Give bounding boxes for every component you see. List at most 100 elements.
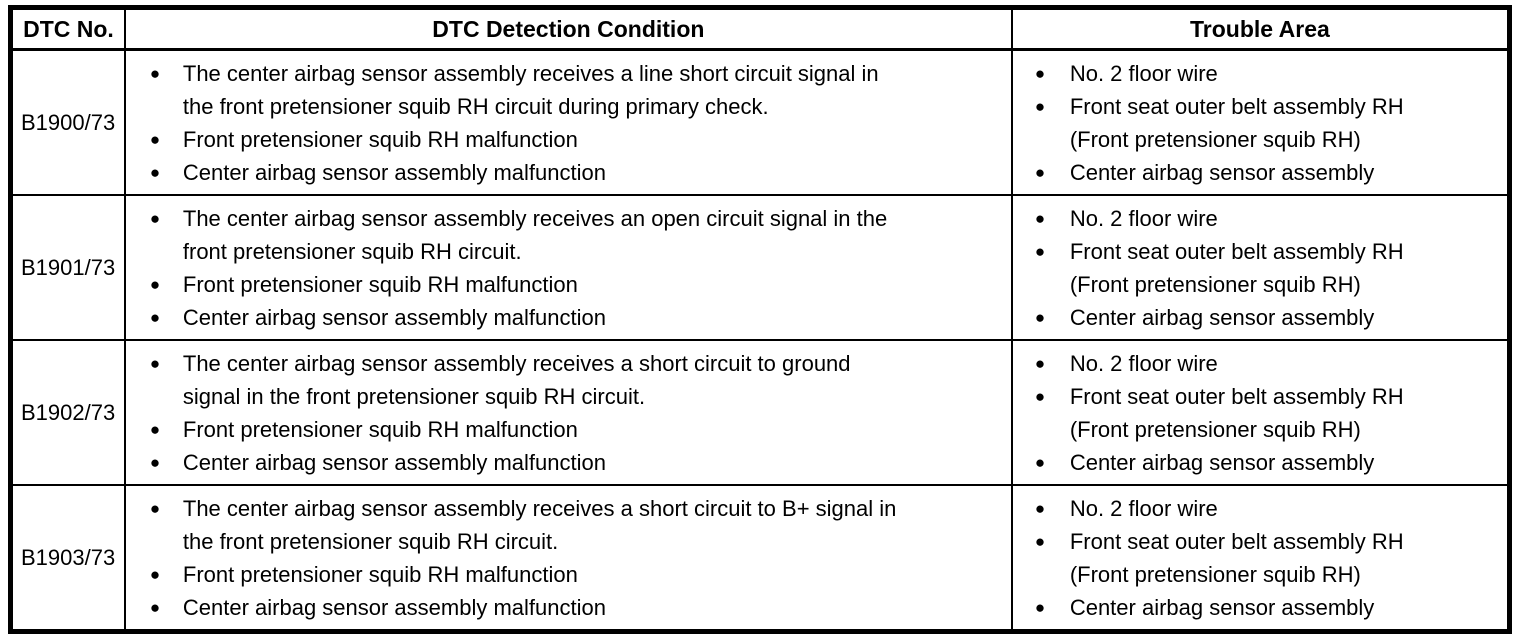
bullet-item: ● The center airbag sensor assembly recei… [150, 202, 1003, 268]
text-line: (Front pretensioner squib RH) [1069, 126, 1361, 152]
trouble-area-cell: ● No. 2 floor wire ● Front seat outer belt … [1010, 194, 1511, 341]
bullet-item: ●The center airbag sensor assembly recei… [150, 492, 1003, 558]
text-line: Front pretensioner squib RH malfunction [182, 416, 578, 442]
bullet-item-text: Front seat outer belt assembly RH (Front … [1070, 235, 1501, 301]
bullet-item-text: No. 2 floor wire [1070, 202, 1501, 235]
bullet-icon: ● [149, 307, 161, 327]
bullet-item: ● Front pretensioner squib RH malfunction [150, 268, 1003, 301]
bullet-icon: ● [1034, 241, 1046, 261]
col-header-detection-condition: DTC Detection Condition [123, 6, 1013, 51]
text-line: Front pretensioner squib RH malfunction [182, 126, 578, 152]
bullet-item: ●Front pretensioner squib RH malfunction [150, 558, 1003, 591]
text-line: No. 2 floor wire [1069, 495, 1218, 521]
bullet-item-text: Front pretensioner squib RH malfunction [183, 268, 1003, 301]
text-line: (Front pretensioner squib RH) [1069, 271, 1361, 297]
text-line: Front seat outer belt assembly RH [1069, 93, 1404, 119]
bullet-icon: ● [1034, 208, 1046, 228]
bullet-icon: ● [149, 274, 161, 294]
dtc-table-page: DTC No. DTC Detection Condition Trouble … [8, 5, 1512, 634]
header-row: DTC No. DTC Detection Condition Trouble … [9, 6, 1511, 51]
bullet-item: ● Front seat outer belt assembly RH (Front… [1035, 90, 1501, 156]
bullet-item-text: Front seat outer belt assembly RH (Front … [1070, 525, 1501, 591]
text-line: Center airbag sensor assembly [1069, 449, 1375, 475]
bullet-item-text: Front pretensioner squib RH malfunction [183, 413, 1003, 446]
text-line: Center airbag sensor assembly [1069, 594, 1375, 620]
text-line: No. 2 floor wire [1069, 60, 1218, 86]
bullet-icon: ● [1034, 498, 1046, 518]
bullet-icon: ● [1034, 96, 1046, 116]
text-line: the front pretensioner squib RH circuit … [182, 93, 769, 119]
text-line: No. 2 floor wire [1069, 205, 1218, 231]
bullet-icon: ● [1034, 162, 1046, 182]
bullet-icon: ● [149, 353, 161, 373]
text-line: the front pretensioner squib RH circuit. [182, 528, 559, 554]
bullet-item: ●Front pretensioner squib RH malfunction [150, 123, 1003, 156]
text-line: The center airbag sensor assembly receiv… [182, 205, 888, 231]
bullet-item: ● Front seat outer belt assembly RH (Front… [1035, 235, 1501, 301]
bullet-item: ● Center airbag sensor assembly malfuncti… [150, 446, 1003, 479]
text-line: Front pretensioner squib RH malfunction [182, 561, 578, 587]
bullet-item: ● No. 2 floor wire [1035, 347, 1501, 380]
dtc-code: B1903/73 [9, 484, 126, 633]
bullet-item: ● No. 2 floor wire [1035, 202, 1501, 235]
dtc-code: B1902/73 [9, 339, 126, 486]
bullet-item-text: Center airbag sensor assembly malfunctio… [183, 591, 1003, 624]
bullet-item: ● Center airbag sensor assembly malfuncti… [150, 301, 1003, 334]
bullet-icon: ● [1034, 63, 1046, 83]
bullet-icon: ● [149, 597, 161, 617]
bullet-item-text: Front seat outer belt assembly RH (Front … [1070, 90, 1501, 156]
dtc-code: B1900/73 [9, 48, 126, 196]
bullet-item-text: The center airbag sensor assembly receiv… [183, 492, 1003, 558]
text-line: The center airbag sensor assembly receiv… [182, 495, 897, 521]
trouble-area-cell: ● No. 2 floor wire ● Front seat outer belt … [1010, 484, 1511, 633]
bullet-item-text: The center airbag sensor assembly receiv… [183, 202, 1003, 268]
bullet-item: ● Center airbag sensor assembly malfuncti… [150, 591, 1003, 624]
bullet-item: ● Center airbag sensor assembly [1035, 156, 1501, 189]
bullet-icon: ● [1034, 353, 1046, 373]
text-line: No. 2 floor wire [1069, 350, 1218, 376]
text-line: Front pretensioner squib RH malfunction [182, 271, 578, 297]
bullet-item-text: Front seat outer belt assembly RH(Front … [1070, 380, 1501, 446]
bullet-item-text: No. 2 floor wire [1070, 492, 1501, 525]
bullet-item-text: Center airbag sensor assembly [1070, 301, 1501, 334]
bullet-item: ●Front seat outer belt assembly RH(Front… [1035, 380, 1501, 446]
detection-condition-cell: ● The center airbag sensor assembly recei… [123, 339, 1013, 486]
text-line: front pretensioner squib RH circuit. [182, 238, 522, 264]
bullet-item: ● The center airbag sensor assembly recei… [150, 347, 1003, 413]
bullet-icon: ● [1034, 597, 1046, 617]
bullet-icon: ● [149, 63, 161, 83]
trouble-area-cell: ● No. 2 floor wire ● Front seat outer belt … [1010, 48, 1511, 196]
bullet-item-text: Front pretensioner squib RH malfunction [183, 558, 1003, 591]
bullet-item-text: No. 2 floor wire [1070, 347, 1501, 380]
bullet-icon: ● [1034, 452, 1046, 472]
bullet-item: ● Front seat outer belt assembly RH (Front… [1035, 525, 1501, 591]
bullet-icon: ● [149, 419, 161, 439]
bullet-item-text: Center airbag sensor assembly [1070, 591, 1501, 624]
text-line: Center airbag sensor assembly [1069, 304, 1375, 330]
bullet-icon: ● [1034, 531, 1046, 551]
bullet-item-text: Center airbag sensor assembly [1070, 446, 1501, 479]
bullet-item-text: The center airbag sensor assembly receiv… [183, 57, 1003, 123]
bullet-item: ● Center airbag sensor assembly [1035, 301, 1501, 334]
text-line: Center airbag sensor assembly malfunctio… [182, 449, 606, 475]
text-line: (Front pretensioner squib RH) [1069, 561, 1361, 587]
bullet-item-text: The center airbag sensor assembly receiv… [183, 347, 1003, 413]
bullet-item: ● No. 2 floor wire [1035, 492, 1501, 525]
table-row: B1903/73 ●The center airbag sensor assem… [9, 484, 1511, 633]
bullet-icon: ● [149, 452, 161, 472]
bullet-item: ● The center airbag sensor assembly recei… [150, 57, 1003, 123]
text-line: Front seat outer belt assembly RH [1069, 528, 1404, 554]
text-line: Front seat outer belt assembly RH [1069, 238, 1404, 264]
detection-condition-cell: ● The center airbag sensor assembly recei… [123, 48, 1013, 196]
col-header-dtc-no: DTC No. [9, 6, 126, 51]
dtc-code: B1901/73 [9, 194, 126, 341]
text-line: Front seat outer belt assembly RH [1069, 383, 1404, 409]
bullet-item-text: No. 2 floor wire [1070, 57, 1501, 90]
bullet-item-text: Center airbag sensor assembly malfunctio… [183, 156, 1003, 189]
bullet-icon: ● [1034, 307, 1046, 327]
detection-condition-cell: ● The center airbag sensor assembly recei… [123, 194, 1013, 341]
text-line: Center airbag sensor assembly [1069, 159, 1375, 185]
bullet-icon: ● [149, 208, 161, 228]
bullet-item: ●Center airbag sensor assembly malfuncti… [150, 156, 1003, 189]
bullet-item-text: Center airbag sensor assembly malfunctio… [183, 301, 1003, 334]
